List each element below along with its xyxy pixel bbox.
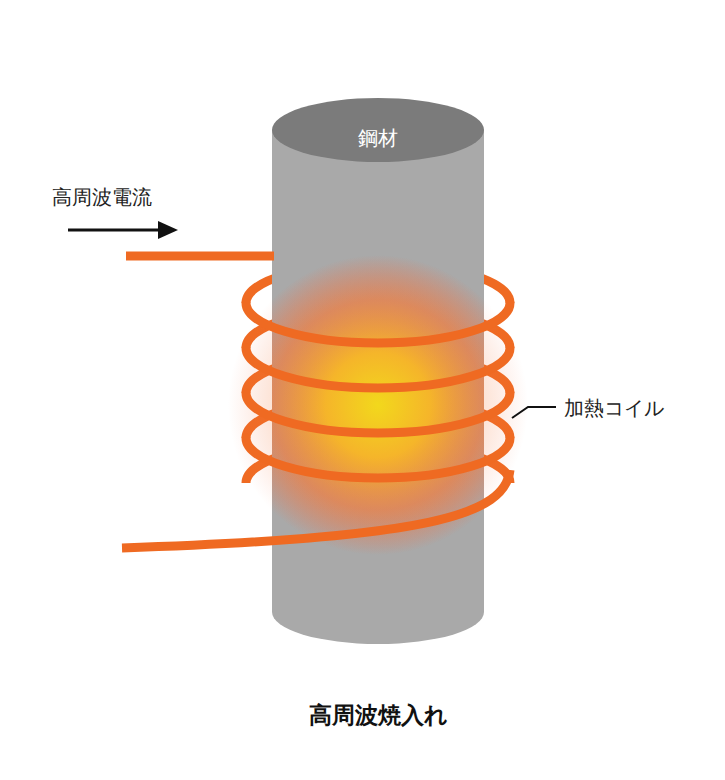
current-arrow — [68, 221, 178, 239]
coil-winding-front — [246, 393, 510, 433]
caption: 高周波焼入れ — [309, 702, 448, 730]
steel-cylinder — [200, 98, 560, 644]
coil-winding-front — [246, 303, 510, 343]
heat-glow — [208, 255, 548, 555]
signal-label: 高周波電流 — [52, 185, 152, 209]
coil-lead-out — [122, 470, 510, 548]
part-name: 加熱コイル — [564, 396, 664, 420]
coil-lead-in — [126, 252, 274, 261]
coil-front — [246, 303, 510, 478]
part-name: 鋼材 — [358, 126, 398, 150]
leader-line — [512, 407, 556, 418]
coil-winding-front — [246, 438, 510, 478]
coil-winding-front — [246, 348, 510, 388]
